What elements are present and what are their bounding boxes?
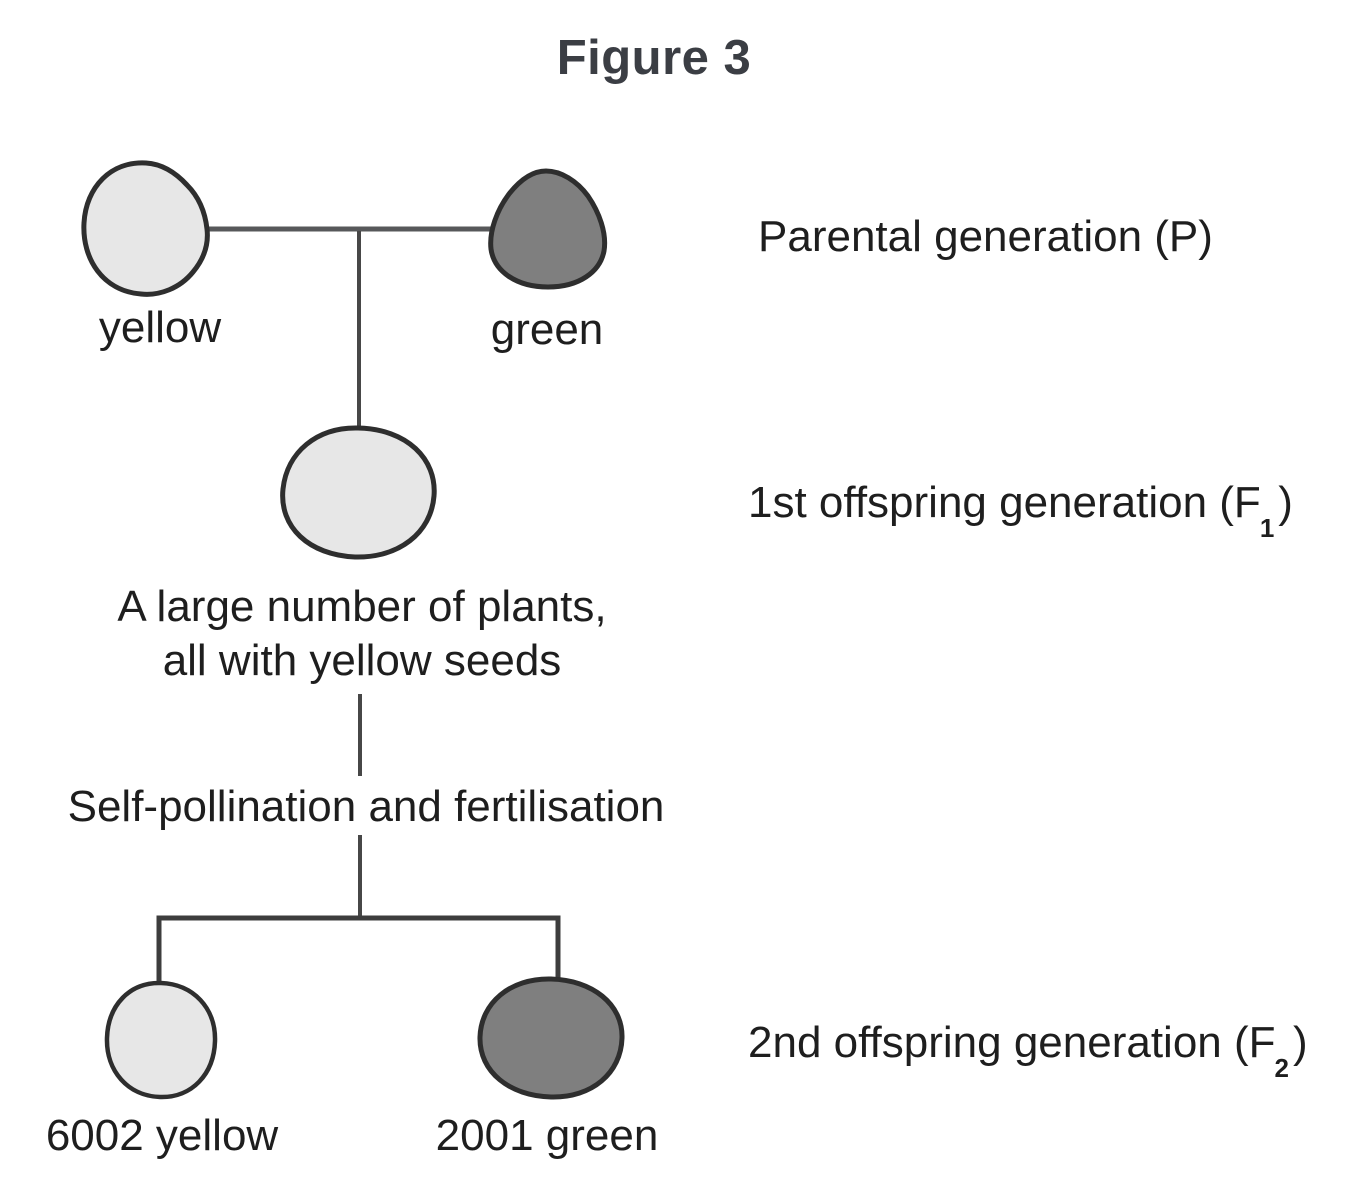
- f2-green-seed-icon: [477, 976, 625, 1100]
- f1-label-prefix: 1st offspring generation (F: [748, 478, 1261, 527]
- f1-label-suffix: ): [1278, 478, 1293, 527]
- parent-yellow-seed-icon: [81, 160, 210, 297]
- f2-label-prefix: 2nd offspring generation (F: [748, 1018, 1276, 1067]
- f2-yellow-count-label: 6002 yellow: [45, 1111, 279, 1160]
- f2-green-count-label: 2001 green: [435, 1111, 659, 1160]
- f1-label-subscript: 1: [1259, 512, 1275, 543]
- figure-title: Figure 3: [556, 31, 752, 85]
- f1-caption: A large number of plants, all with yellow…: [52, 580, 672, 688]
- f1-seed-icon: [280, 425, 437, 560]
- f2-label-suffix: ): [1293, 1018, 1308, 1067]
- f1-generation-label: 1st offspring generation (F1): [748, 478, 1293, 541]
- parental-generation-label: Parental generation (P): [758, 212, 1213, 261]
- f2-yellow-seed-icon: [104, 980, 218, 1100]
- parent-green-seed-icon: [488, 168, 608, 290]
- self-pollination-label: Self-pollination and fertilisation: [67, 782, 665, 831]
- f2-branch-line: [156, 915, 561, 986]
- f1-caption-line1: A large number of plants,: [117, 582, 607, 631]
- parent-green-seed-label: green: [490, 305, 604, 354]
- f2-label-subscript: 2: [1274, 1052, 1289, 1083]
- f1-caption-line2: all with yellow seeds: [162, 636, 562, 685]
- f2-generation-label: 2nd offspring generation (F2): [748, 1018, 1308, 1081]
- parent-yellow-seed-label: yellow: [98, 303, 222, 352]
